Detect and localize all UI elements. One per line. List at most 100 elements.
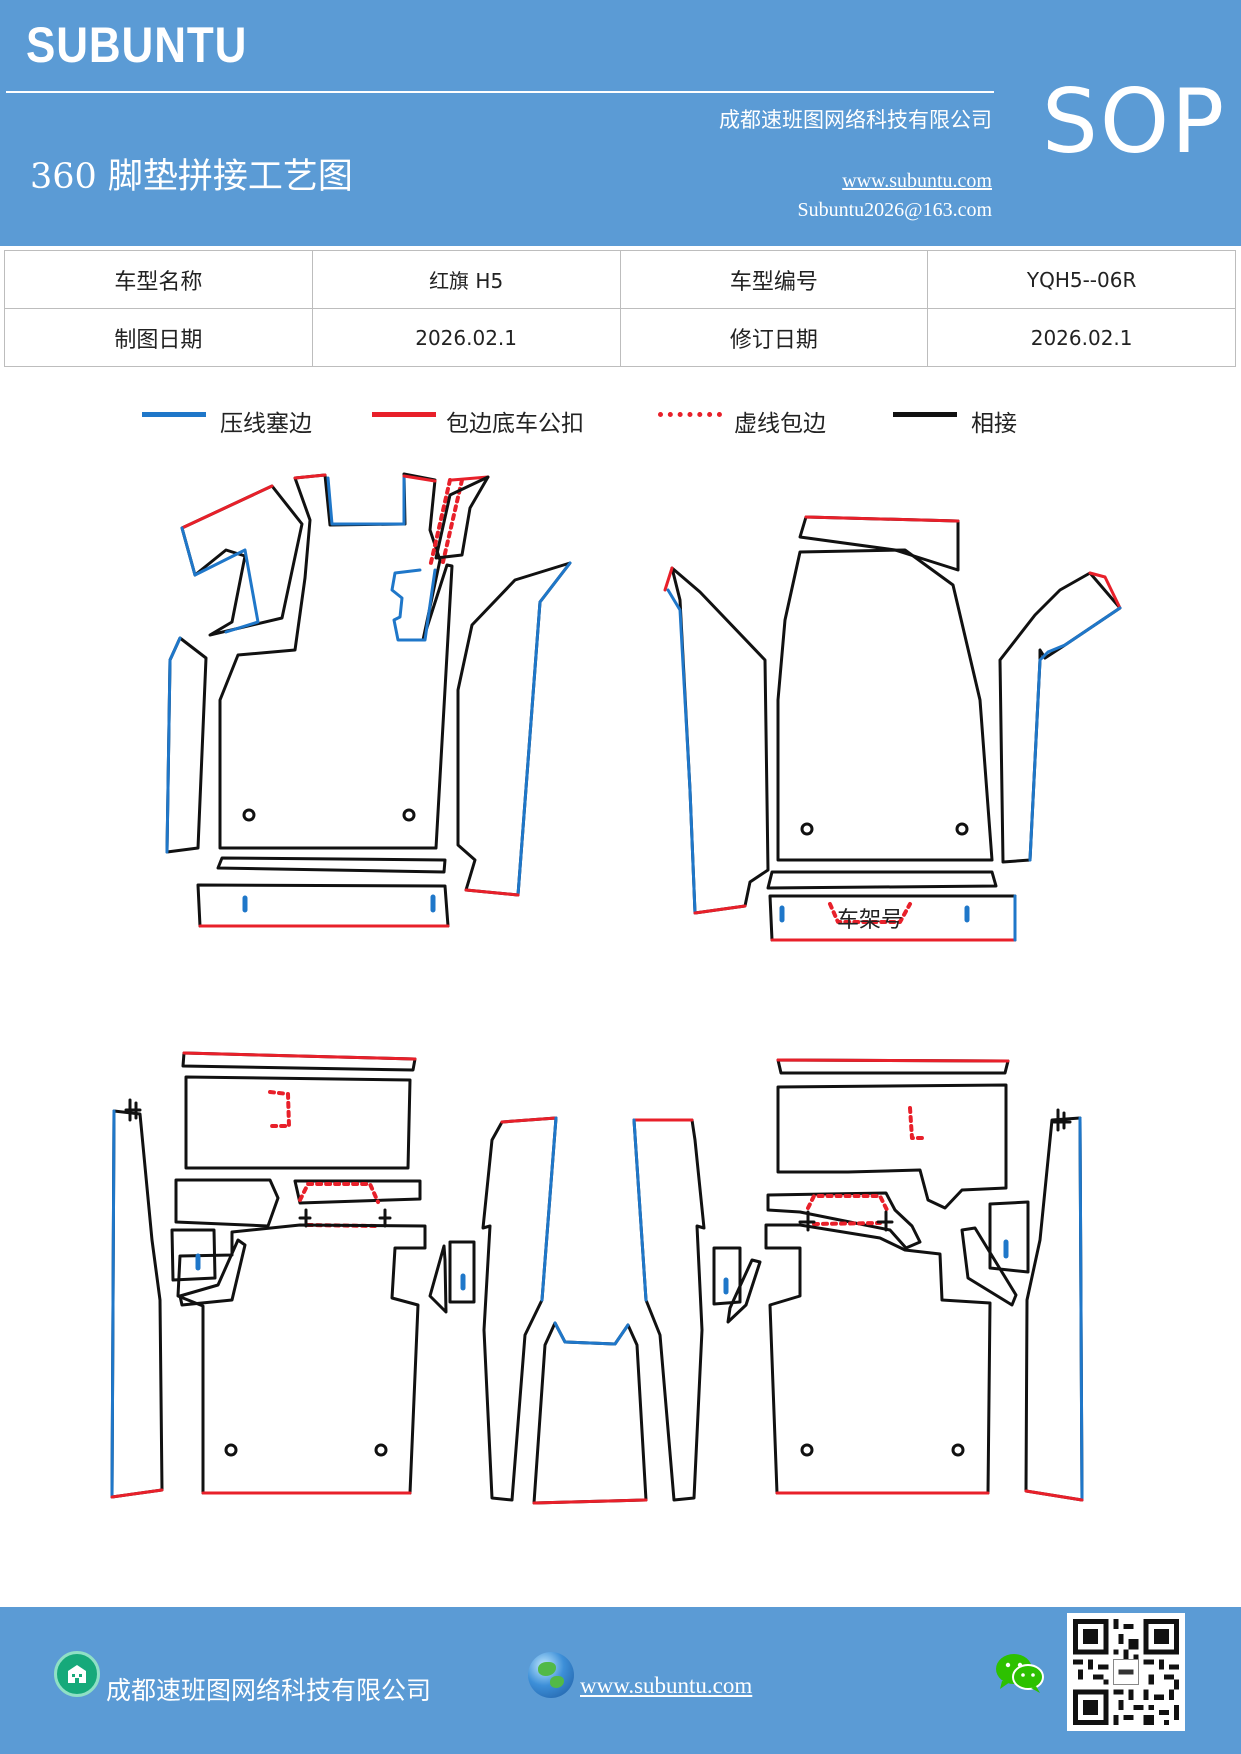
snap-mark [1052, 1108, 1072, 1132]
mat-edge-red [500, 1116, 558, 1124]
footer-banner: 成都速班图网络科技有限公司 www.subuntu.com [0, 1607, 1241, 1754]
mat-clip-blue [242, 894, 436, 913]
model-name-label: 车型名称 [4, 250, 313, 309]
table-row: 车型名称 红旗 H5 车型编号 YQH5--06R [4, 250, 1236, 309]
mat-hole [402, 808, 416, 822]
mat-front-left-group [165, 472, 572, 928]
legend-swatch-red-dotted [658, 412, 722, 417]
mat-edge-red [293, 473, 327, 480]
mat-edge-red [180, 484, 274, 530]
model-code-label: 车型编号 [619, 250, 929, 309]
header-website-link[interactable]: www.subuntu.com [842, 170, 992, 192]
legend-label: 包边底车公扣 [446, 411, 584, 437]
mat-hole [800, 1443, 814, 1457]
line-legend: 压线塞边 包边底车公扣 虚线包边 相接 [0, 400, 1241, 440]
legend-label: 相接 [971, 411, 1017, 437]
draw-date-label: 制图日期 [4, 308, 313, 367]
mat-piece-outline [960, 1226, 1018, 1307]
mat-hole [951, 1443, 965, 1457]
mat-edge-red [693, 904, 747, 915]
mat-edge-red [776, 1058, 1010, 1063]
floor-mat-diagram: 车架号 [110, 472, 1122, 1505]
mat-piece-outline [448, 1240, 476, 1304]
mat-piece-outline [434, 475, 490, 560]
snap-mark [124, 1098, 142, 1122]
mat-edge-blue [165, 636, 182, 854]
mat-piece-outline [712, 1246, 742, 1306]
mat-piece-outline [766, 1191, 922, 1250]
mat-piece-outline [456, 561, 572, 897]
mat-seam-dotted [441, 478, 464, 564]
mat-rear-center-group [481, 1116, 706, 1505]
mat-rear-right-group [712, 1058, 1084, 1502]
mat-piece-outline [481, 1116, 558, 1502]
header-banner: SUBUNTU 成都速班图网络科技有限公司 SOP 360 脚垫拼接工艺图 ww… [0, 0, 1241, 246]
mat-piece-outline [428, 1244, 448, 1314]
mat-piece-outline [293, 1179, 422, 1205]
revise-date-label: 修订日期 [619, 308, 929, 367]
mat-edge-red [464, 888, 520, 897]
mat-piece-outline [776, 1083, 1008, 1210]
mat-edge-blue [666, 588, 697, 915]
mat-edge-blue [390, 568, 437, 642]
page-title: 360 脚垫拼接工艺图 [30, 157, 353, 197]
mat-edge-blue [326, 474, 406, 526]
mat-piece-outline [764, 1223, 992, 1495]
mat-piece-outline [776, 548, 994, 862]
wechat-icon[interactable] [994, 1651, 1046, 1695]
mat-piece-outline [216, 856, 447, 874]
frame-number-label: 车架号 [837, 908, 903, 933]
mat-front-right-group: 车架号 [663, 515, 1122, 942]
mat-piece-outline [532, 1321, 648, 1505]
mat-seam-dotted [806, 1194, 890, 1226]
mat-piece-outline [988, 1200, 1030, 1274]
mat-piece-outline [196, 883, 450, 928]
legend-label: 虚线包边 [734, 411, 826, 437]
mat-piece-outline [110, 1109, 164, 1499]
snap-mark [298, 1208, 392, 1228]
mat-hole [955, 822, 969, 836]
mat-edge-blue [110, 1109, 116, 1499]
revise-date-value: 2026.02.1 [927, 308, 1236, 367]
mat-edge-red [804, 515, 960, 523]
brand-logo-text: SUBUNTU [26, 17, 248, 73]
building-icon [54, 1651, 100, 1697]
vehicle-info-table: 车型名称 红旗 H5 车型编号 YQH5--06R 制图日期 2026.02.1… [4, 250, 1236, 367]
mat-edge-blue [1078, 1116, 1084, 1502]
mat-seam-dotted [908, 1106, 927, 1140]
mat-piece-outline [218, 472, 454, 850]
mat-edge-red [182, 1051, 417, 1061]
legend-swatch-blue [142, 412, 206, 417]
mat-seam-dotted [298, 1182, 380, 1228]
model-name-value: 红旗 H5 [311, 250, 621, 309]
mat-seam-dotted [428, 478, 452, 569]
legend-swatch-red [372, 412, 436, 417]
header-email[interactable]: Subuntu2026@163.com [797, 199, 992, 221]
mat-edge-red [110, 1488, 164, 1499]
mat-piece-outline [184, 1075, 412, 1170]
mat-piece-outline [180, 484, 304, 637]
sop-label: SOP [1042, 70, 1227, 173]
mat-hole [800, 822, 814, 836]
table-row: 制图日期 2026.02.1 修订日期 2026.02.1 [4, 308, 1236, 367]
footer-website-link[interactable]: www.subuntu.com [580, 1673, 753, 1698]
mat-edge-red [1024, 1489, 1084, 1502]
mat-hole [242, 808, 256, 822]
footer-company-name: 成都速班图网络科技有限公司 [106, 1676, 432, 1705]
header-company-name: 成都速班图网络科技有限公司 [719, 108, 992, 132]
mat-piece-outline [165, 636, 208, 854]
mat-edge-red [532, 1498, 648, 1505]
mat-piece-outline [176, 1223, 427, 1495]
draw-date-value: 2026.02.1 [311, 308, 621, 367]
globe-icon [528, 1652, 574, 1698]
mat-rear-left-group [110, 1051, 476, 1499]
mat-seam-dotted [268, 1090, 291, 1128]
mat-piece-outline [798, 515, 960, 572]
mat-hole [224, 1443, 238, 1457]
mat-piece-outline [1024, 1116, 1084, 1502]
mat-edge-blue [180, 526, 260, 634]
mat-piece-outline [178, 1238, 247, 1307]
mat-hole [374, 1443, 388, 1457]
mat-edge-red [450, 475, 490, 482]
mat-edge-red [1088, 571, 1122, 610]
